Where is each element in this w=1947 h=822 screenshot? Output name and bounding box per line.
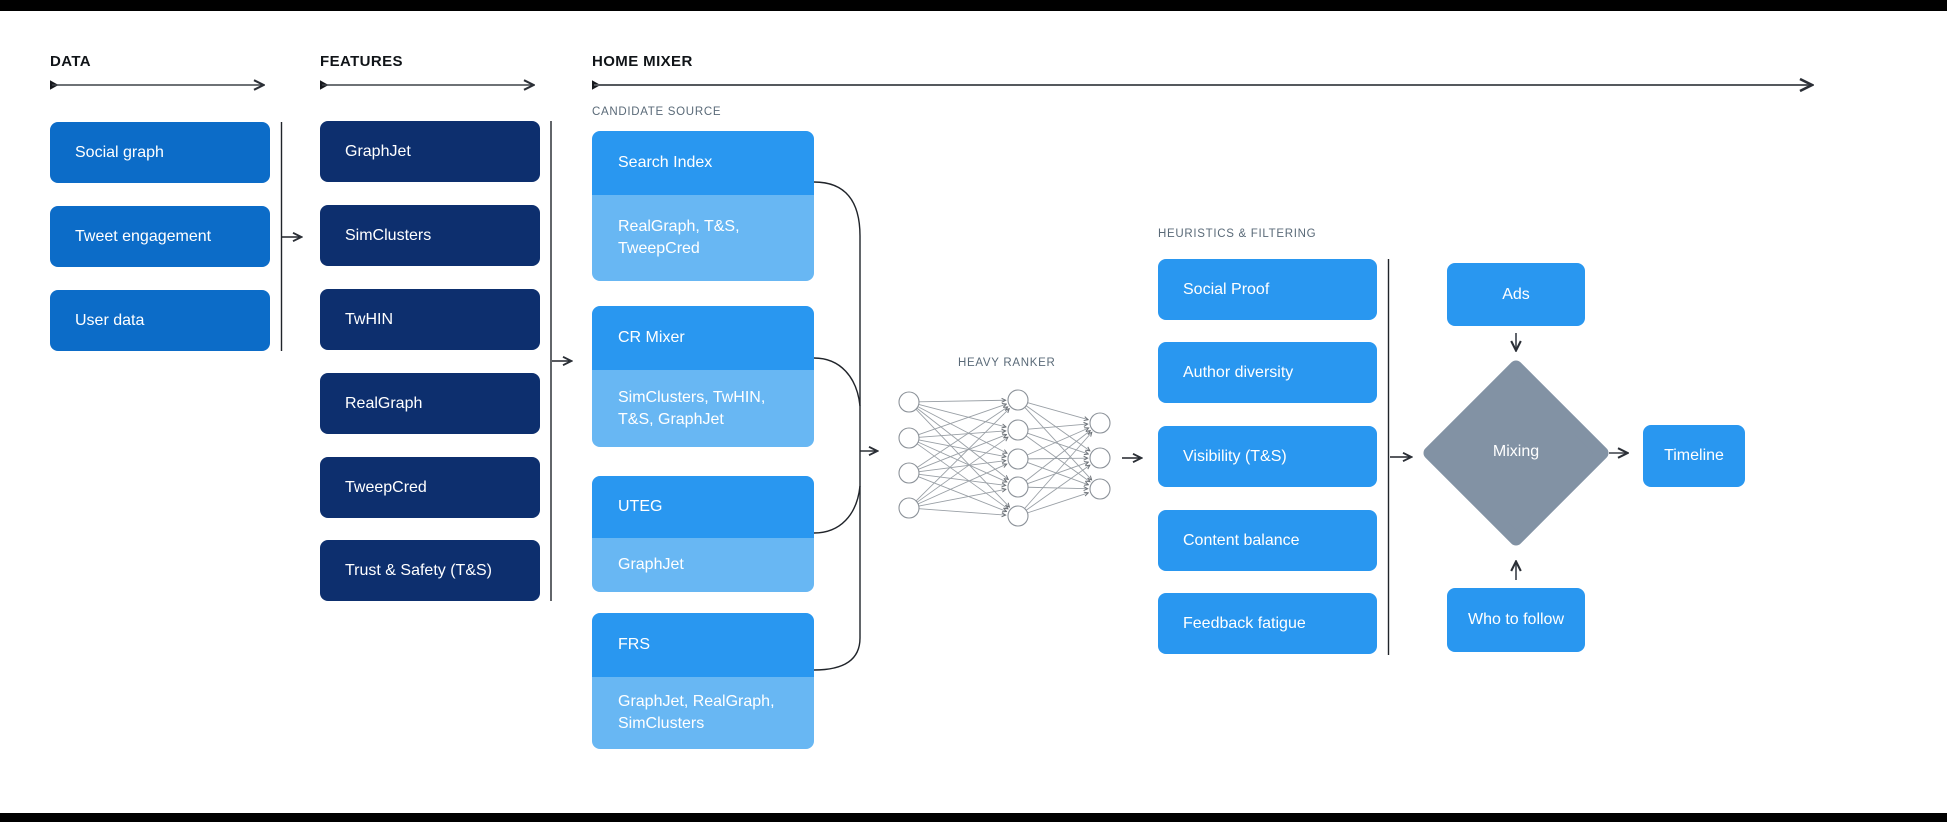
mixing-arrows — [1516, 333, 1626, 580]
section-label-data: DATA — [50, 53, 92, 70]
candidate-card-frs: FRS GraphJet, RealGraph, SimClusters — [592, 613, 814, 749]
heuristic-box-visibility: Visibility (T&S) — [1158, 426, 1377, 487]
section-label-features: FEATURES — [320, 53, 403, 70]
heuristic-box-feedback-fatigue: Feedback fatigue — [1158, 593, 1377, 654]
feature-box-simclusters: SimClusters — [320, 205, 540, 266]
candidate-features: RealGraph, T&S, TweepCred — [592, 195, 814, 281]
candidate-title: UTEG — [592, 476, 814, 538]
who-to-follow-box: Who to follow — [1447, 588, 1585, 652]
feature-box-tweepcred: TweepCred — [320, 457, 540, 518]
mixing-diamond-label: Mixing — [1492, 443, 1540, 460]
top-black-bar — [0, 0, 1947, 11]
candidate-title: CR Mixer — [592, 306, 814, 370]
feature-box-twhin: TwHIN — [320, 289, 540, 350]
data-box-tweet-engagement: Tweet engagement — [50, 206, 270, 267]
data-box-user-data: User data — [50, 290, 270, 351]
label-heuristics-filtering: HEURISTICS & FILTERING — [1158, 228, 1317, 240]
heuristic-box-social-proof: Social Proof — [1158, 259, 1377, 320]
section-header-arrows — [50, 80, 1810, 90]
section-label-home-mixer: HOME MIXER — [592, 53, 693, 70]
bottom-black-bar — [0, 813, 1947, 822]
ads-box: Ads — [1447, 263, 1585, 326]
heuristic-box-author-diversity: Author diversity — [1158, 342, 1377, 403]
left-connectors — [280, 121, 571, 601]
candidate-card-search-index: Search Index RealGraph, T&S, TweepCred — [592, 131, 814, 281]
candidate-features: SimClusters, TwHIN, T&S, GraphJet — [592, 370, 814, 447]
neural-network-icon — [898, 389, 1111, 527]
mixing-diamond — [1423, 360, 1609, 546]
label-candidate-source: CANDIDATE SOURCE — [592, 106, 722, 118]
candidate-features: GraphJet — [592, 538, 814, 592]
label-heavy-ranker: HEAVY RANKER — [958, 357, 1056, 369]
candidate-features: GraphJet, RealGraph, SimClusters — [592, 677, 814, 749]
feature-box-trust-safety: Trust & Safety (T&S) — [320, 540, 540, 601]
heuristics-connectors — [1387, 259, 1411, 655]
data-box-social-graph: Social graph — [50, 122, 270, 183]
heuristic-box-content-balance: Content balance — [1158, 510, 1377, 571]
feature-box-graphjet: GraphJet — [320, 121, 540, 182]
candidate-collector — [813, 181, 876, 671]
candidate-card-uteg: UTEG GraphJet — [592, 476, 814, 592]
timeline-box: Timeline — [1643, 425, 1745, 487]
candidate-card-cr-mixer: CR Mixer SimClusters, TwHIN, T&S, GraphJ… — [592, 306, 814, 447]
candidate-title: FRS — [592, 613, 814, 677]
feature-box-realgraph: RealGraph — [320, 373, 540, 434]
candidate-title: Search Index — [592, 131, 814, 195]
